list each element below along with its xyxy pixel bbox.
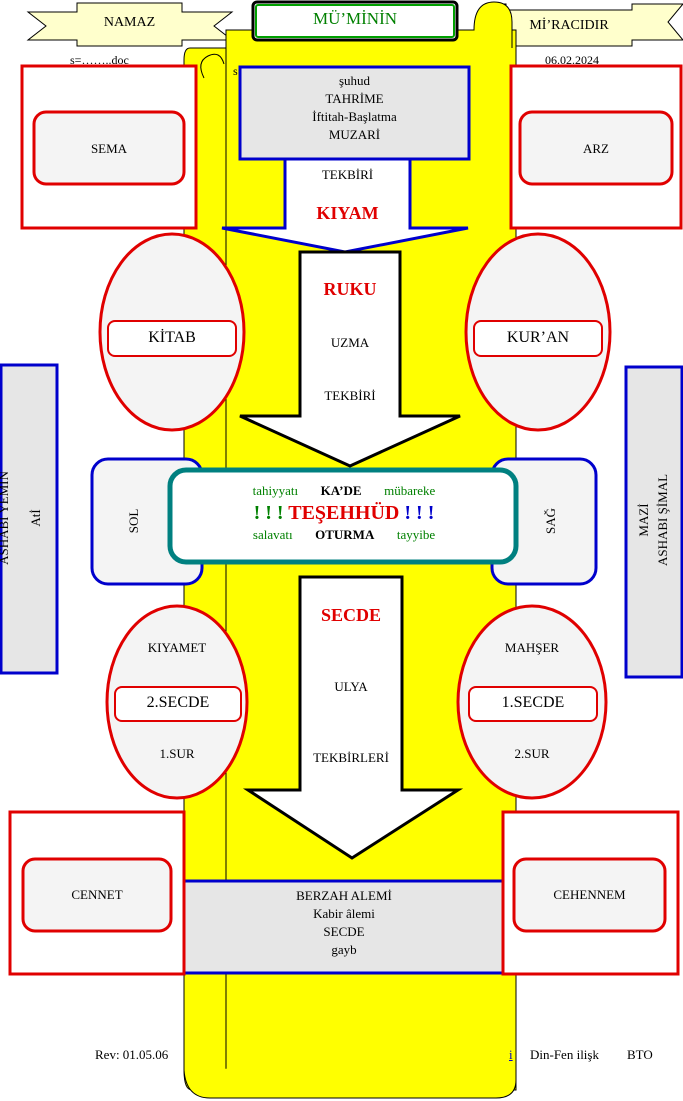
secde1-label-box bbox=[468, 686, 598, 722]
tesehhud-row-1: tahiyyatı KA’DE mübareke bbox=[174, 483, 514, 499]
cehennem-label: CEHENNEM bbox=[553, 887, 626, 902]
tahrime-line-1: şuhud bbox=[338, 73, 371, 88]
sema-inner-box bbox=[32, 110, 186, 186]
cennet-inner-box bbox=[21, 857, 173, 933]
oturma-text: OTURMA bbox=[315, 527, 375, 542]
tayyibe-text: tayyibe bbox=[396, 527, 436, 542]
berzah-line-3: SECDE bbox=[323, 924, 365, 939]
arz-inner-box bbox=[518, 110, 674, 186]
mahser-label: MAHŞER bbox=[504, 640, 560, 655]
kitab-label-box bbox=[107, 320, 237, 357]
secde2-label-box bbox=[114, 686, 242, 722]
bangs-right: ! ! ! bbox=[404, 502, 435, 524]
initials-text: BTO bbox=[627, 1047, 653, 1062]
rev-text: Rev: 01.05.06 bbox=[95, 1047, 169, 1062]
mumin-title: MÜ’MİNİN bbox=[312, 9, 398, 28]
kuran-label: KUR’AN bbox=[506, 329, 570, 346]
secde1-label: 1.SECDE bbox=[501, 694, 565, 711]
date-text: 06.02.2024 bbox=[545, 53, 599, 67]
scroll-curl-top bbox=[473, 1, 513, 48]
berzah-line-1: BERZAH ALEMİ bbox=[296, 888, 392, 903]
kiyamet-label: KIYAMET bbox=[147, 640, 207, 655]
cennet-label: CENNET bbox=[71, 887, 123, 902]
scroll-bottom bbox=[183, 1060, 517, 1099]
tesehhud-title: TEŞEHHÜD bbox=[288, 502, 400, 524]
left-side-panel bbox=[0, 363, 59, 675]
berzah-line-2: Kabir âlemi bbox=[313, 906, 375, 921]
scroll-curl-mid bbox=[200, 53, 225, 79]
right-panel-line-2: ASHABI ŞİMAL bbox=[655, 473, 670, 567]
namaz-label: NAMAZ bbox=[103, 15, 156, 30]
sol-label: SOL bbox=[126, 508, 141, 534]
sag-label: SAĞ bbox=[543, 508, 558, 535]
file-name-partial: s bbox=[233, 64, 238, 78]
tesehhud-row-3: salavatı OTURMA tayyibe bbox=[174, 527, 514, 543]
tahiyyati-text: tahiyyatı bbox=[252, 483, 299, 498]
tahrime-box bbox=[238, 65, 471, 161]
kuran-label-box bbox=[473, 320, 603, 357]
salavati-text: salavatı bbox=[252, 527, 293, 542]
ruku-arrow bbox=[239, 250, 461, 468]
mubareke-text: mübareke bbox=[384, 483, 436, 498]
kade-text: KA’DE bbox=[320, 483, 362, 498]
miracidir-label: Mİ’RACIDIR bbox=[529, 18, 609, 33]
left-panel-line-2: Atİ bbox=[28, 509, 43, 527]
berzah-line-4: gayb bbox=[331, 942, 357, 957]
file-name: s=……..doc bbox=[70, 53, 129, 67]
left-panel-line-1: ASHABI YEMİN bbox=[0, 471, 11, 565]
tesehhud-box bbox=[167, 467, 519, 565]
right-side-panel bbox=[624, 365, 683, 679]
secde-line-1: ULYA bbox=[334, 679, 368, 694]
sur2-label: 2.SUR bbox=[514, 746, 550, 761]
footer-link-fragment[interactable]: i bbox=[509, 1047, 513, 1062]
ruku-title: RUKU bbox=[323, 279, 377, 299]
secde-line-2: TEKBİRLERİ bbox=[313, 750, 389, 765]
tekbiri-label: TEKBİRİ bbox=[321, 167, 374, 182]
secde-arrow bbox=[242, 575, 464, 860]
tahrime-line-2: TAHRİME bbox=[325, 91, 384, 106]
sur1-label: 1.SUR bbox=[159, 746, 195, 761]
ruku-line-2: TEKBİRİ bbox=[324, 388, 376, 403]
kitab-label: KİTAB bbox=[148, 329, 196, 346]
bangs-left: ! ! ! bbox=[253, 502, 284, 524]
kiyam-arrow bbox=[221, 153, 469, 254]
right-panel-line-1: MAZİ bbox=[636, 503, 651, 537]
secde-title: SECDE bbox=[320, 605, 382, 625]
tahrime-line-4: MUZARİ bbox=[328, 127, 381, 142]
cehennem-inner-box bbox=[512, 857, 667, 933]
arz-label: ARZ bbox=[583, 141, 609, 156]
tahrime-line-3: İftitah-Başlatma bbox=[312, 109, 397, 124]
ruku-line-1: UZMA bbox=[330, 335, 370, 350]
din-fen-text: Din-Fen ilişk bbox=[530, 1047, 599, 1062]
sema-label: SEMA bbox=[90, 141, 128, 156]
tesehhud-row-2: ! ! ! TEŞEHHÜD ! ! ! bbox=[174, 502, 514, 525]
secde2-label: 2.SECDE bbox=[146, 694, 210, 711]
kiyam-label: KIYAM bbox=[316, 203, 379, 223]
